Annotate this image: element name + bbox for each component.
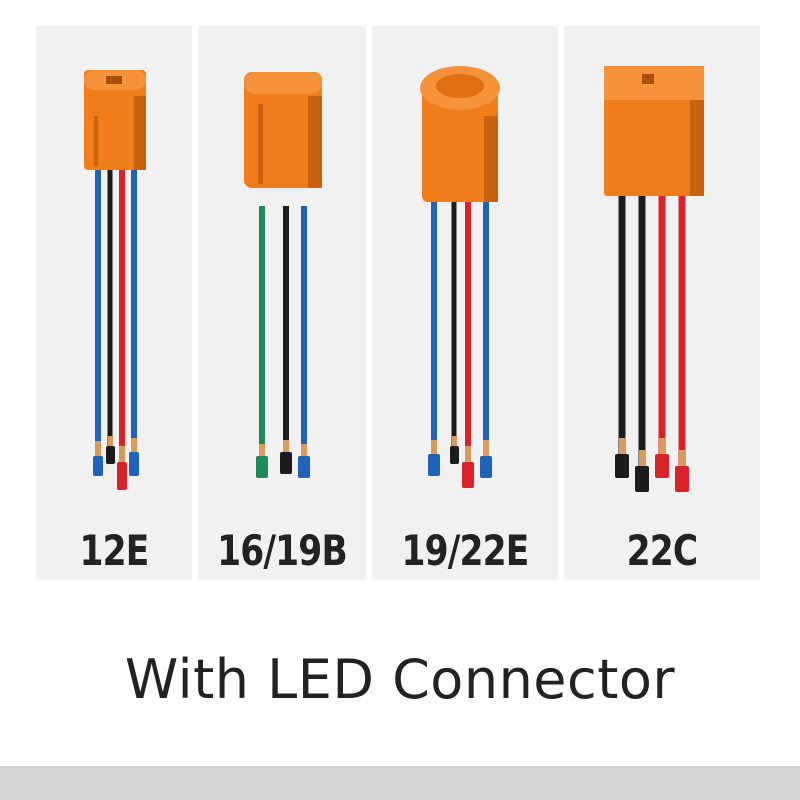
connector-16-19b-image: [244, 72, 322, 478]
product-panel-16-19b: 16/19B: [198, 26, 366, 580]
bottom-bar: [0, 766, 800, 800]
connector-22c-image: [604, 66, 704, 492]
product-panel-12e: 12E: [36, 26, 192, 580]
product-panel-19-22e: 19/22E: [372, 26, 558, 580]
model-label: 19/22E: [401, 526, 529, 575]
model-label: 16/19B: [217, 526, 348, 575]
caption: With LED Connector: [124, 648, 676, 711]
product-panel-22c: 22C: [564, 26, 760, 580]
model-label: 12E: [79, 526, 149, 575]
model-label: 22C: [626, 526, 699, 575]
connector-19-22e-image: [420, 66, 500, 488]
connector-12e-image: [84, 70, 146, 490]
